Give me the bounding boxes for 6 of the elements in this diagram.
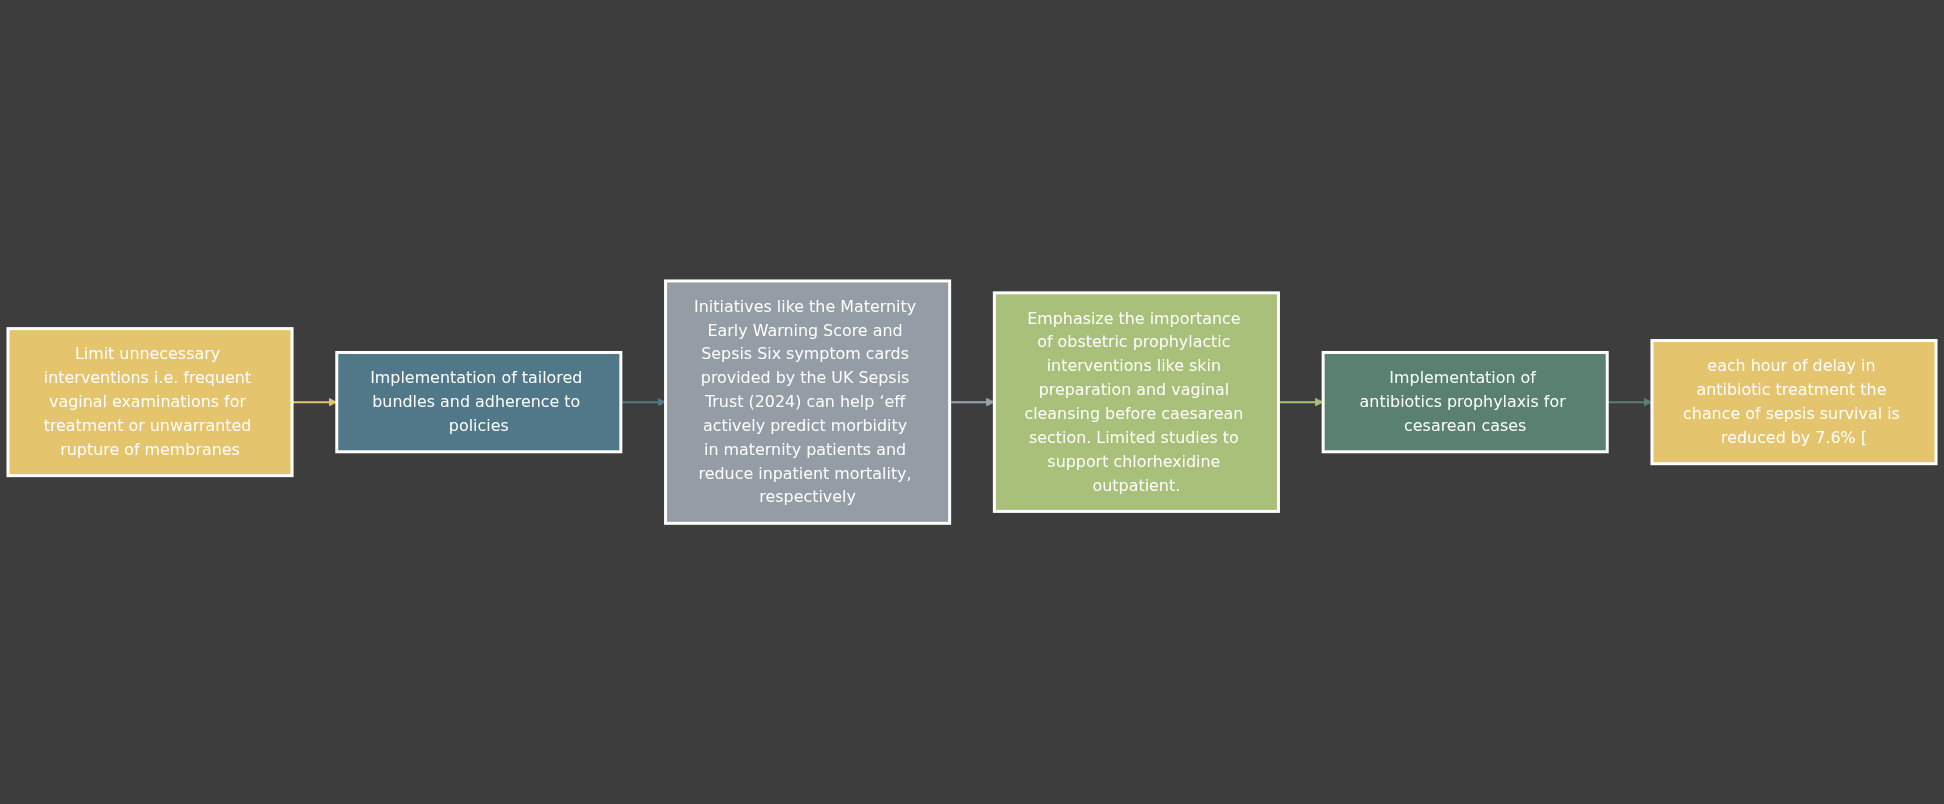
node-box: each hour of delay in antibiotic treatment the chance of sepsis survival is reduced by 7.6% [ — [1650, 338, 1938, 466]
node-box: Limit unnecessary interventions i.e. frequent vaginal examinations for treatment or unwarranted rupture of membranes — [6, 327, 294, 477]
node-box: Emphasize the importance of obstetric prophylactic interventions like skin preparation and vaginal cleansing before caesarean section. Limited studies to support chlorhexidine outpatient. — [992, 291, 1280, 513]
node-box: Initiatives like the Maternity Early Warning Score and Sepsis Six symptom cards provided by the UK Sepsis Trust (2024) can help ‘eff actively predict morbidity in maternity patients and reduce inpatient mortality, respectively — [664, 279, 952, 525]
node-box: Implementation of antibiotics prophylaxis for cesarean cases — [1321, 350, 1609, 454]
node-box: Implementation of tailored bundles and adherence to policies — [335, 350, 623, 454]
